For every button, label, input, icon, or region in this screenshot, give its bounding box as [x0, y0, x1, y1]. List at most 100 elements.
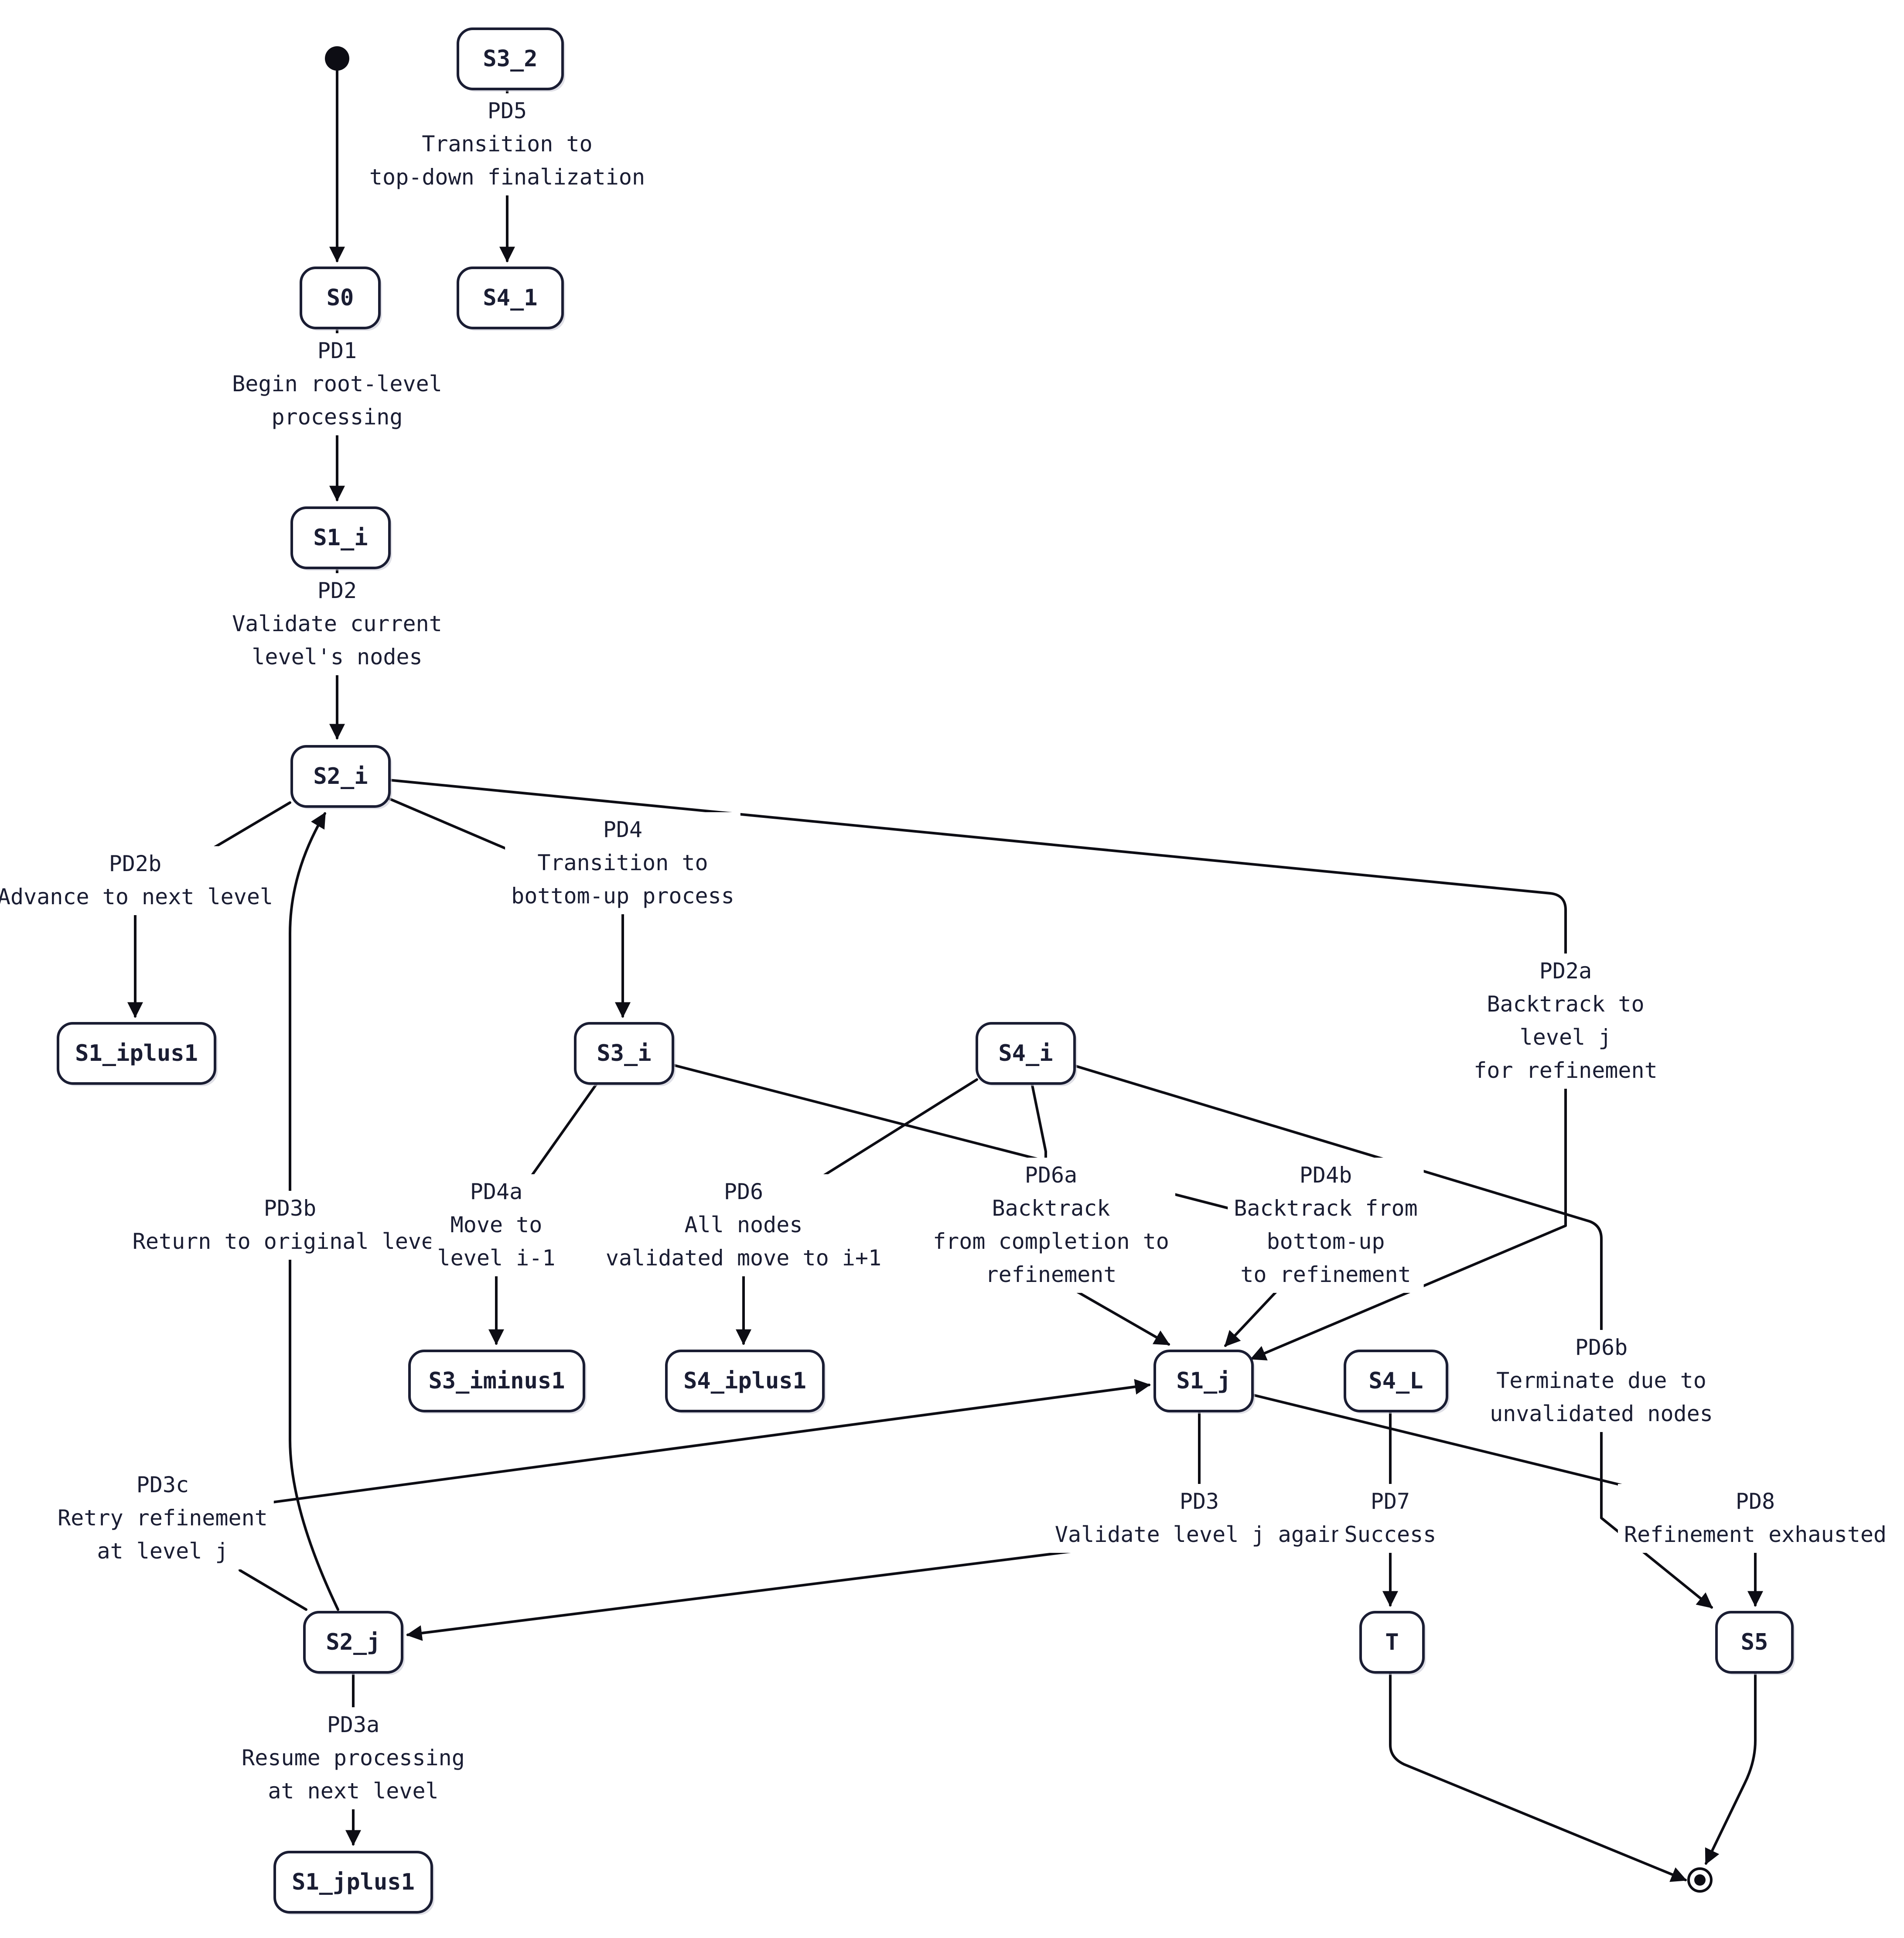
transition-text: Resume processing: [242, 1745, 465, 1771]
state-label: S4_L: [1368, 1368, 1423, 1394]
state-S3_2[interactable]: S3_2: [457, 27, 565, 92]
transition-id: PD3: [1180, 1489, 1219, 1514]
transition-text: processing: [271, 404, 403, 430]
state-S0[interactable]: S0: [300, 267, 382, 331]
state-S1_jplus1[interactable]: S1_jplus1: [273, 1851, 434, 1915]
transition-text: Transition to: [422, 131, 592, 157]
label-background: [1228, 1158, 1424, 1293]
label-background: [51, 1467, 274, 1569]
label-background: [599, 1174, 888, 1276]
transition-text: at level j: [97, 1538, 228, 1564]
label-background: [1617, 1484, 1893, 1553]
edge-S2_j-to-S1_j: [239, 1379, 1151, 1611]
state-T[interactable]: T: [1359, 1611, 1426, 1675]
edge-S4_i-to-S5: [1071, 1064, 1713, 1609]
state-label: T: [1385, 1629, 1399, 1655]
transition-id: PD2a: [1539, 958, 1592, 984]
transition-id: PD6: [724, 1179, 763, 1204]
transition-text: Retry refinement: [58, 1505, 268, 1531]
state-label: S3_iminus1: [428, 1368, 565, 1394]
transition-text: Backtrack: [992, 1196, 1110, 1221]
final-state: [1687, 1867, 1713, 1893]
state-label: S3_i: [597, 1040, 651, 1066]
transition-text: Advance to next level: [0, 884, 273, 909]
transition-text: from completion to: [933, 1229, 1169, 1254]
state-S1_i[interactable]: S1_i: [290, 506, 392, 571]
transition-id: PD4: [603, 817, 642, 842]
transition-text: Backtrack from: [1234, 1196, 1417, 1221]
transition-id: PD3a: [327, 1712, 379, 1737]
state-label: S4_1: [483, 285, 537, 311]
transition-text: validated move to i+1: [606, 1245, 881, 1271]
transition-id: PD2b: [109, 851, 161, 876]
state-label: S1_iplus1: [75, 1040, 198, 1066]
state-label: S1_jplus1: [292, 1869, 415, 1895]
state-S3_i[interactable]: S3_i: [574, 1022, 676, 1086]
transition-text: Success: [1344, 1522, 1437, 1547]
transition-id: PD6a: [1025, 1162, 1077, 1188]
transition-text: level i-1: [437, 1245, 556, 1271]
state-label: S2_i: [313, 763, 368, 790]
transition-id: PD5: [488, 98, 527, 123]
transition-text: top-down finalization: [369, 164, 645, 190]
transition-id: PD6b: [1575, 1335, 1628, 1360]
transition-text: Validate level j again: [1055, 1522, 1344, 1547]
state-label: S0: [327, 285, 354, 311]
transition-text: bottom-up: [1267, 1229, 1385, 1254]
label-background: [431, 1174, 562, 1276]
transition-text: Begin root-level: [232, 371, 442, 396]
label-background: [226, 333, 448, 435]
state-label: S4_i: [998, 1040, 1053, 1066]
state-label: S3_2: [483, 46, 537, 72]
state-label: S1_i: [313, 525, 368, 551]
state-S2_i[interactable]: S2_i: [290, 745, 392, 809]
transition-text: for refinement: [1474, 1058, 1657, 1083]
state-S3_iminus1[interactable]: S3_iminus1: [408, 1350, 587, 1414]
transition-id: PD2: [317, 578, 357, 603]
transition-id: PD1: [317, 338, 357, 363]
transition-id: PD8: [1736, 1489, 1775, 1514]
label-background: [126, 1191, 454, 1260]
state-S5[interactable]: S5: [1715, 1611, 1795, 1675]
state-S2_j[interactable]: S2_j: [303, 1611, 405, 1675]
transition-text: Return to original level: [133, 1229, 447, 1254]
transition-text: unvalidated nodes: [1490, 1401, 1713, 1426]
initial-state-dot: [325, 46, 349, 71]
transition-text: Validate current: [232, 611, 442, 636]
state-S1_iplus1[interactable]: S1_iplus1: [57, 1022, 218, 1086]
label-background: [1484, 1330, 1719, 1432]
transition-text: level's nodes: [252, 644, 422, 670]
transition-text: Transition to: [537, 850, 708, 875]
label-background: [1048, 1484, 1350, 1553]
transition-text: level j: [1520, 1025, 1612, 1050]
state-S1_j[interactable]: S1_j: [1153, 1350, 1255, 1414]
state-S4_iplus1[interactable]: S4_iplus1: [665, 1350, 826, 1414]
state-label: S1_j: [1176, 1368, 1231, 1394]
transition-text: Refinement exhausted: [1624, 1522, 1887, 1547]
state-S4_L[interactable]: S4_L: [1344, 1350, 1450, 1414]
label-background: [235, 1707, 471, 1809]
edge-S2_i-to-S1_j: [387, 779, 1567, 1360]
state-label: S4_iplus1: [683, 1368, 806, 1394]
state-S4_1[interactable]: S4_1: [457, 267, 565, 331]
transition-id: PD7: [1371, 1489, 1410, 1514]
transition-text: refinement: [985, 1262, 1116, 1287]
state-S4_i[interactable]: S4_i: [976, 1022, 1077, 1086]
